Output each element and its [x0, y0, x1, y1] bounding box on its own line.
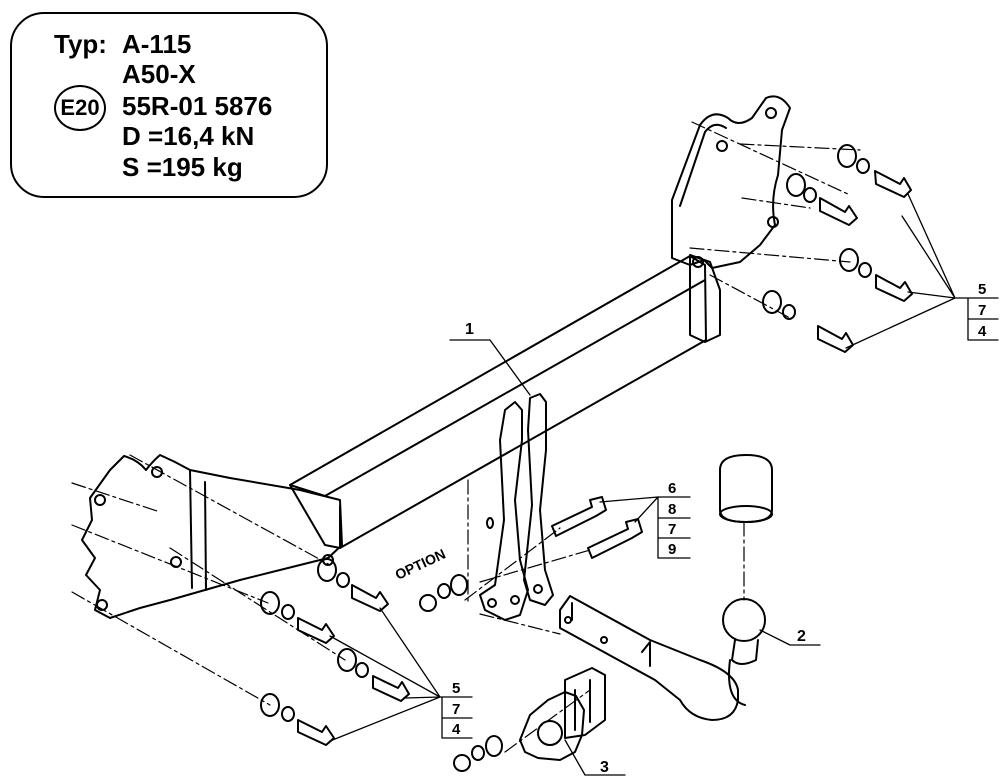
right-bracket-side-plate — [689, 254, 721, 343]
callout-left-7: 7 — [452, 701, 460, 718]
socket-bracket — [564, 667, 606, 739]
type-code-2: A50-X — [122, 59, 196, 89]
bracket-hole — [94, 494, 106, 506]
assembly-axes — [71, 121, 861, 753]
type-info-box: Typ: A-115 A50-X E20 55R-01 5876 D =16,4… — [10, 12, 328, 198]
right-fasteners — [762, 144, 913, 353]
bracket-hole — [692, 256, 704, 268]
callout-right-7: 7 — [978, 302, 986, 319]
approval-e-mark: E20 — [54, 85, 106, 131]
neck-mount-bolts — [419, 496, 643, 612]
callout-right-4: 4 — [978, 323, 987, 340]
callout-neck-8: 8 — [668, 501, 676, 518]
callout-2: 2 — [797, 628, 806, 645]
bracket-hole — [767, 216, 779, 228]
callout-left-5: 5 — [452, 680, 460, 697]
ball-cap — [719, 454, 773, 523]
tow-ball — [722, 598, 766, 642]
callout-left-4: 4 — [452, 721, 461, 738]
left-mounting-bracket — [81, 454, 343, 619]
callout-right-5: 5 — [978, 281, 986, 298]
d-value: D =16,4 kN — [122, 121, 255, 151]
crossbar-tube — [289, 255, 707, 549]
callout-3: 3 — [600, 759, 609, 776]
s-value: S =195 kg — [122, 152, 243, 182]
tow-neck — [559, 595, 739, 721]
option-label: OPTION — [393, 546, 448, 583]
left-fasteners — [260, 558, 410, 746]
socket-plate — [519, 691, 585, 761]
leader-lines — [329, 193, 999, 776]
center-drop-plate-rear — [523, 393, 554, 606]
center-drop-plate-front — [479, 401, 529, 621]
callout-neck-7: 7 — [668, 521, 676, 538]
type-code-1: A-115 — [122, 29, 192, 59]
type-label: Typ: — [54, 29, 107, 59]
callout-neck-9: 9 — [668, 541, 676, 558]
approval-number: 55R-01 5876 — [122, 91, 273, 121]
socket-fasteners — [453, 735, 503, 772]
callout-neck-6: 6 — [668, 480, 676, 497]
bracket-hole — [765, 107, 777, 119]
right-mounting-bracket — [671, 95, 791, 269]
bracket-hole — [716, 140, 728, 152]
callout-1: 1 — [465, 321, 474, 338]
bracket-hole — [96, 599, 108, 611]
